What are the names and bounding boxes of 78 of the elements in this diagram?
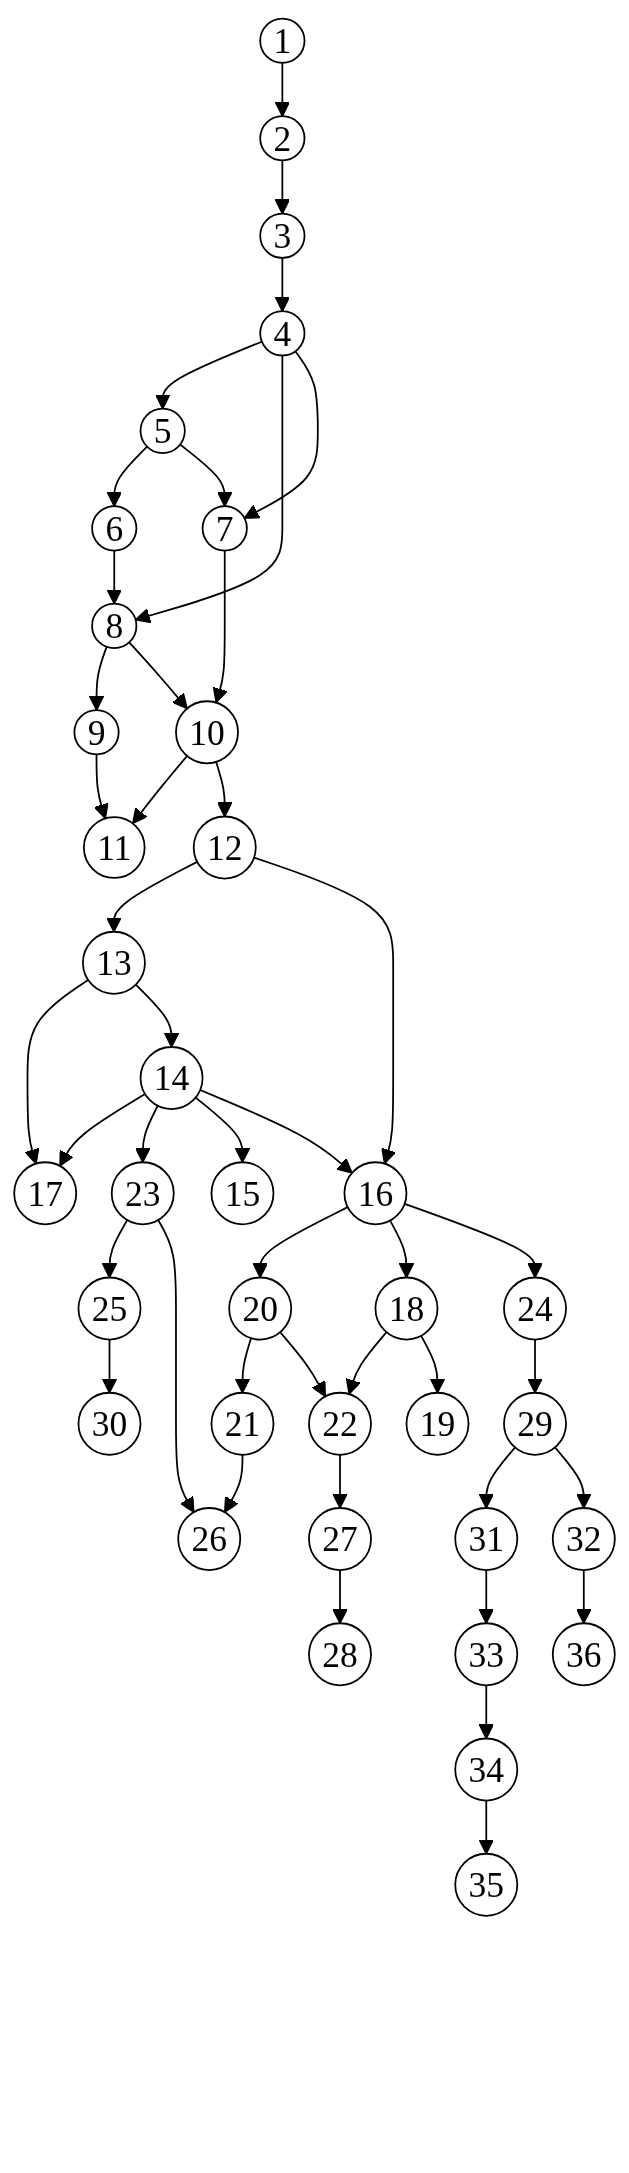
node-circle: 8 bbox=[91, 602, 138, 649]
node-circle: 32 bbox=[551, 1507, 616, 1571]
arrow bbox=[478, 1684, 495, 1740]
arrow bbox=[478, 1569, 495, 1624]
arrow bbox=[478, 1446, 516, 1509]
arrow bbox=[24, 979, 89, 1165]
node-circle: 18 bbox=[374, 1276, 439, 1341]
node-circle: 34 bbox=[454, 1737, 519, 1802]
arrow bbox=[134, 983, 180, 1048]
arrow bbox=[194, 1096, 251, 1163]
arrow bbox=[212, 549, 228, 704]
arrow bbox=[154, 340, 263, 410]
node-circle: 17 bbox=[13, 1161, 78, 1226]
node-circle: 14 bbox=[139, 1046, 204, 1110]
node-circle: 3 bbox=[259, 212, 306, 259]
arrow bbox=[478, 1799, 495, 1855]
arrow bbox=[88, 645, 108, 711]
node-circle: 16 bbox=[343, 1161, 408, 1226]
node-circle: 15 bbox=[210, 1161, 275, 1226]
node-circle: 12 bbox=[192, 815, 257, 880]
arrow bbox=[554, 1446, 592, 1509]
arrow bbox=[157, 1219, 195, 1513]
arrow bbox=[274, 257, 291, 312]
node-circle: 35 bbox=[454, 1852, 519, 1917]
node-circle: 31 bbox=[454, 1507, 519, 1571]
node-circle: 13 bbox=[82, 930, 146, 995]
arrow bbox=[403, 1202, 543, 1279]
arrow bbox=[576, 1569, 592, 1624]
node-circle: 25 bbox=[77, 1276, 142, 1341]
node-circle: 6 bbox=[91, 505, 138, 552]
arrow bbox=[224, 1453, 244, 1513]
node-circle: 24 bbox=[503, 1276, 567, 1341]
node-circle: 10 bbox=[175, 700, 239, 765]
node-circle: 11 bbox=[83, 816, 146, 879]
arrow bbox=[215, 761, 233, 818]
node-circle: 26 bbox=[177, 1507, 242, 1571]
arrow bbox=[252, 1206, 349, 1279]
arrow bbox=[106, 445, 148, 507]
arrow bbox=[101, 1219, 129, 1279]
arrow bbox=[179, 443, 233, 507]
arrow bbox=[59, 1093, 146, 1167]
node-circle: 33 bbox=[454, 1622, 519, 1687]
arrow bbox=[420, 1334, 446, 1394]
arrow bbox=[389, 1219, 415, 1279]
arrow bbox=[134, 1104, 159, 1163]
arrow bbox=[234, 1337, 252, 1394]
arrow bbox=[332, 1569, 348, 1624]
node-circle: 36 bbox=[551, 1622, 616, 1687]
node-circle: 29 bbox=[503, 1391, 567, 1456]
node-circle: 28 bbox=[308, 1622, 372, 1687]
arrow bbox=[199, 1089, 353, 1174]
arrow bbox=[274, 62, 291, 117]
arrow bbox=[243, 350, 319, 519]
arrow bbox=[106, 549, 123, 605]
node-circle: 20 bbox=[228, 1276, 293, 1341]
node-circle: 2 bbox=[259, 115, 306, 162]
node-circle: 1 bbox=[259, 17, 306, 64]
node-circle: 30 bbox=[77, 1391, 142, 1456]
arrow bbox=[132, 755, 188, 825]
arrow bbox=[128, 641, 188, 710]
arrow bbox=[253, 856, 397, 1165]
node-circle: 23 bbox=[110, 1161, 175, 1226]
node-circle: 7 bbox=[201, 505, 248, 552]
arrow bbox=[134, 354, 284, 624]
node-circle: 27 bbox=[308, 1507, 372, 1571]
arrow bbox=[332, 1453, 348, 1509]
node-circle: 21 bbox=[210, 1391, 275, 1456]
arrow bbox=[345, 1331, 388, 1395]
node-circle: 4 bbox=[259, 310, 306, 357]
arrow bbox=[93, 753, 109, 820]
arrow bbox=[101, 1338, 118, 1394]
node-circle: 19 bbox=[405, 1391, 470, 1456]
node-circle: 9 bbox=[73, 709, 120, 756]
arrow bbox=[527, 1338, 543, 1394]
arrow bbox=[279, 1331, 326, 1398]
node-circle: 5 bbox=[139, 407, 186, 454]
node-circle: 22 bbox=[308, 1391, 372, 1456]
arrow bbox=[274, 159, 291, 215]
